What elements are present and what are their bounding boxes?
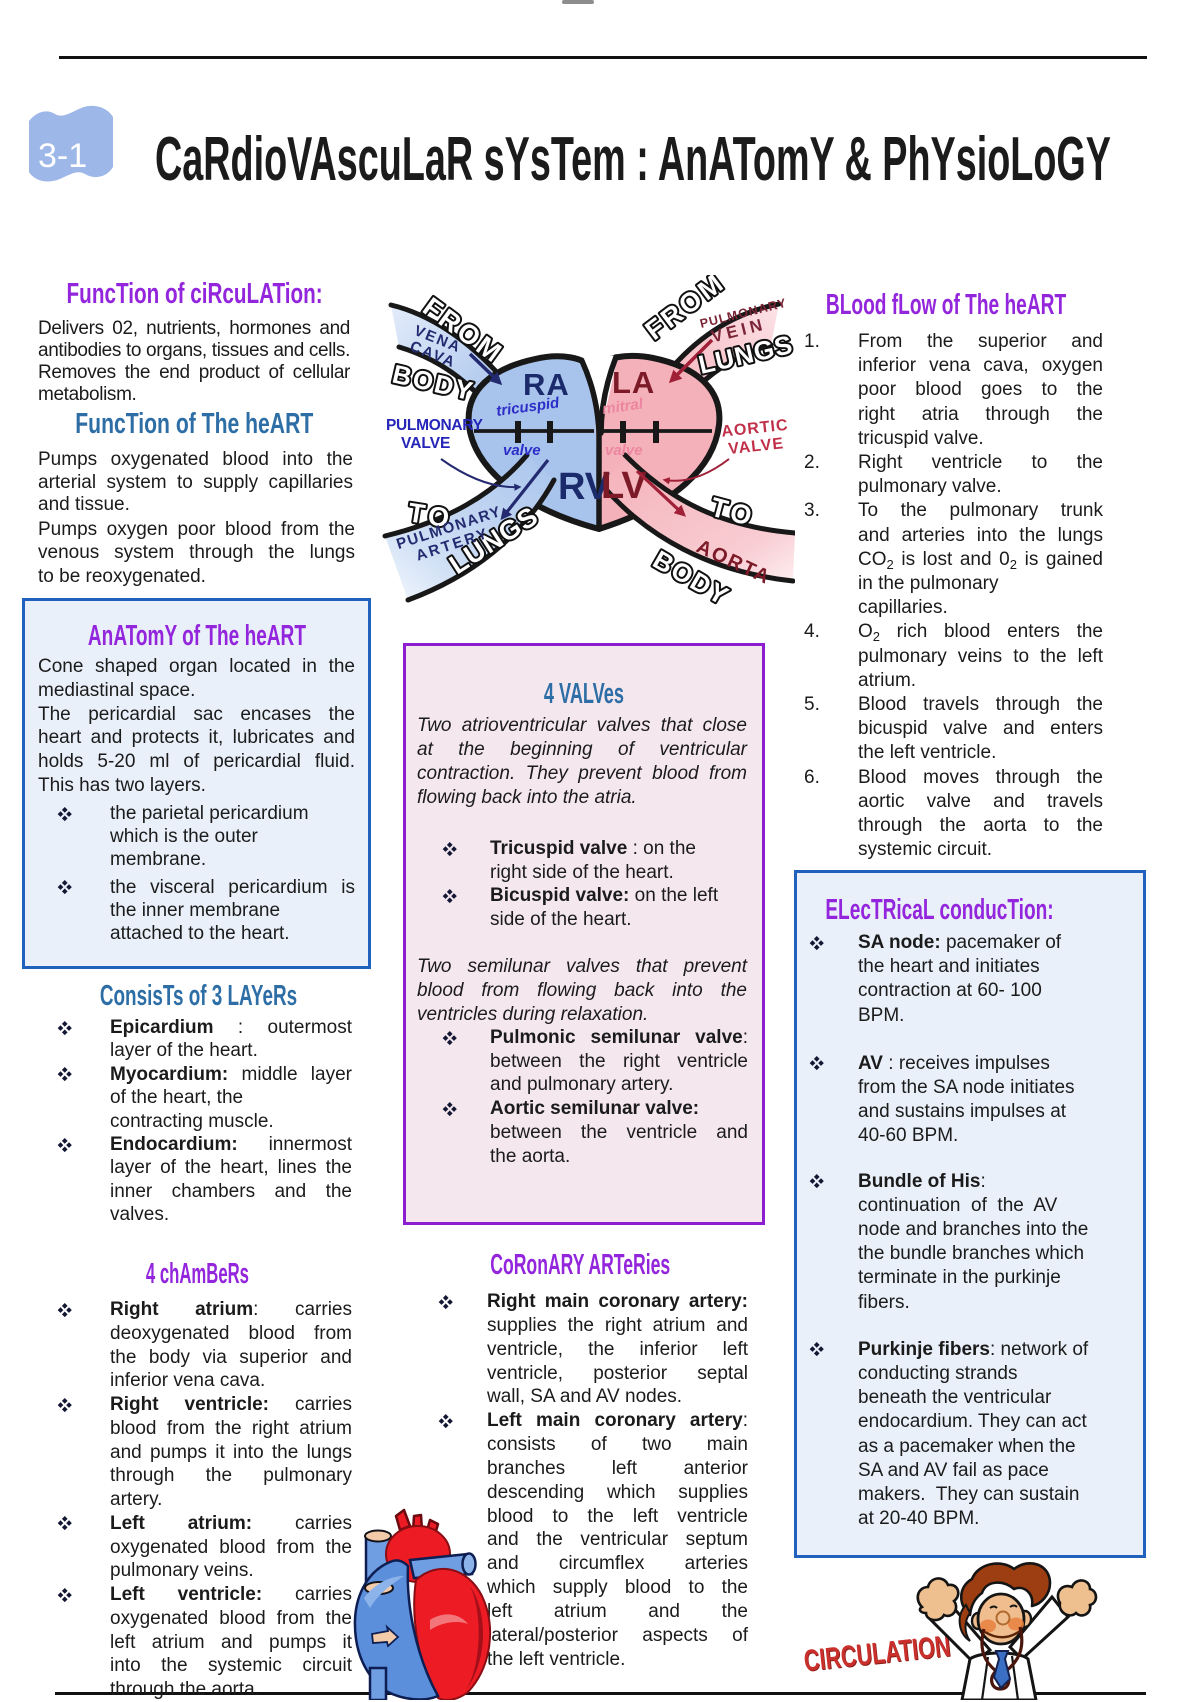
- svg-text:LV: LV: [601, 465, 647, 507]
- svg-text:VALVE: VALVE: [727, 435, 784, 458]
- svg-text:RA: RA: [523, 367, 570, 402]
- svg-text:AORTIC: AORTIC: [721, 417, 790, 441]
- svg-text:LA: LA: [612, 365, 655, 400]
- svg-text:RV: RV: [558, 466, 611, 508]
- svg-text:VALVE: VALVE: [401, 435, 450, 452]
- svg-text:PULMONARY: PULMONARY: [386, 417, 484, 434]
- svg-text:mitral: mitral: [601, 395, 645, 418]
- svg-text:valve: valve: [605, 442, 643, 459]
- svg-text:3-1: 3-1: [38, 137, 87, 175]
- svg-text:valve: valve: [503, 442, 541, 459]
